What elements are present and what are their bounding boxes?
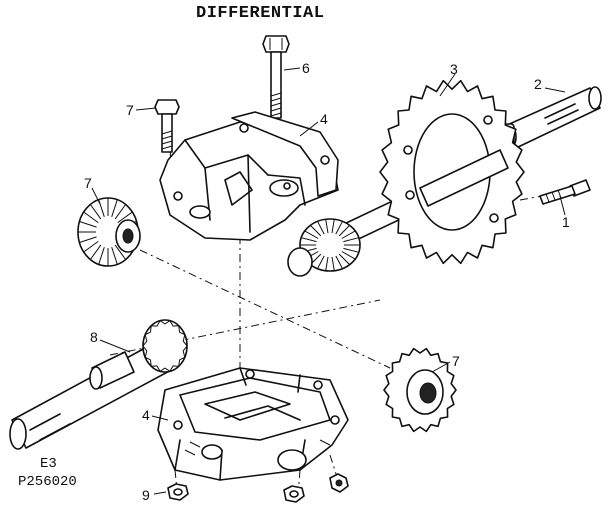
- left-axle-part-8: [9, 319, 188, 450]
- callout-5: 6: [302, 60, 310, 76]
- callout-3: 3: [450, 61, 458, 77]
- lower-housing-part-4: [157, 367, 349, 481]
- callout-6: 7: [126, 102, 134, 118]
- center-bevel-gear: [287, 218, 361, 277]
- shaft-through-sprocket: [419, 149, 509, 207]
- upper-housing-part-4: [159, 111, 339, 241]
- callout-4-upper: 4: [320, 111, 328, 127]
- callout-4-lower: 4: [142, 407, 150, 423]
- spur-gear-part-7-lower: [383, 347, 457, 433]
- small-bolt-part-1: [539, 179, 591, 205]
- nuts-part-9: [167, 473, 349, 503]
- callout-leaders: [91, 67, 566, 495]
- callout-9: 9: [142, 487, 150, 503]
- figure-code-line-1: E3: [40, 456, 57, 472]
- callout-8: 8: [90, 329, 98, 345]
- figure-code-line-2: P256020: [18, 474, 77, 490]
- short-bolt-part-6: [154, 99, 180, 153]
- bevel-pinion-part-7-upper: [77, 197, 141, 267]
- callout-1: 1: [562, 214, 570, 230]
- callout-2: 2: [534, 76, 542, 92]
- diagram-title: DIFFERENTIAL: [196, 4, 325, 23]
- callout-7-upper: 7: [84, 175, 92, 191]
- callout-labels: 6 7 4 3 2 1 7 8 7 4 9: [84, 60, 570, 503]
- long-bolt-part-5: [262, 35, 290, 119]
- callout-7-lower: 7: [452, 353, 460, 369]
